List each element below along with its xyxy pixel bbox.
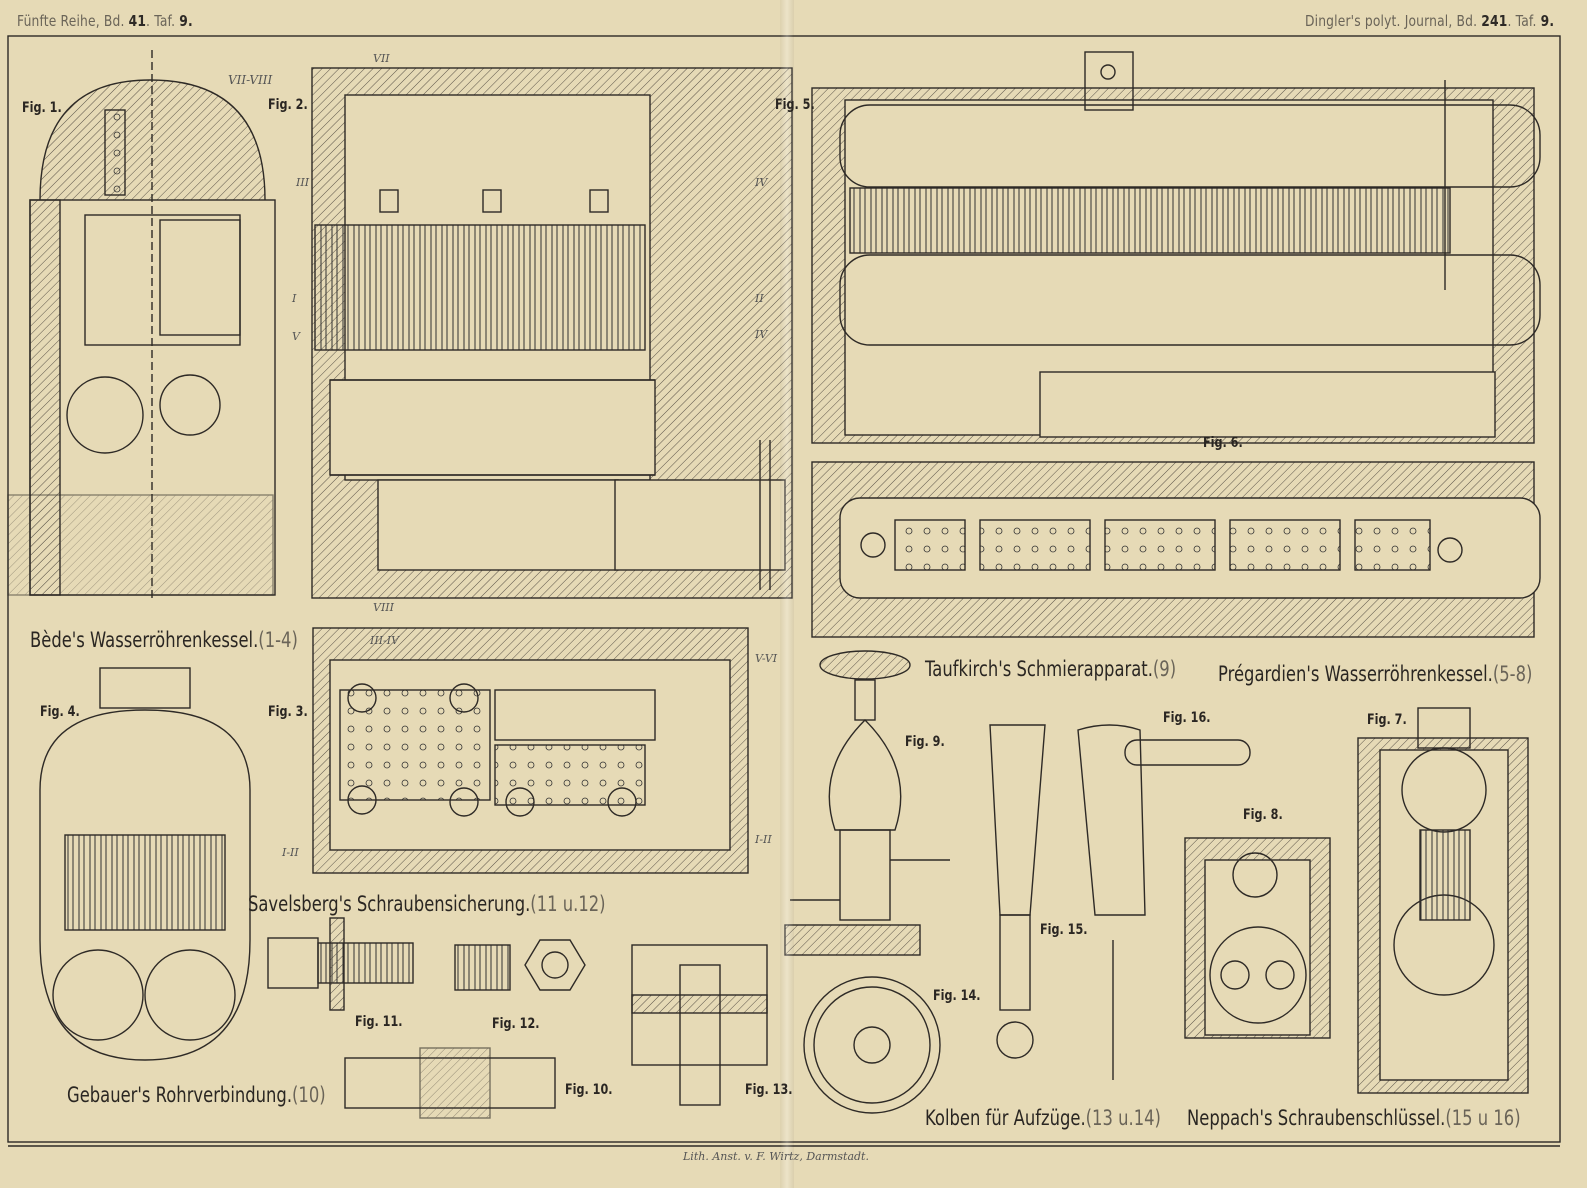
fig-label: Fig. 14. [933,988,981,1004]
section-mark: I [292,292,297,305]
caption-gebauer: Gebauer's Rohrverbindung.(10) [67,1083,326,1107]
caption-title: Gebauer's Rohrverbindung. [67,1083,293,1107]
caption-title: Neppach's Schraubenschlüssel. [1187,1106,1446,1130]
fig-label: Fig. 10. [565,1082,613,1098]
fig5-drawing [811,51,1541,444]
fig-label: Fig. 6. [1203,435,1243,451]
fig-label: Fig. 13. [745,1082,793,1098]
section-mark: V-VI [755,652,778,665]
fig4-drawing [39,667,251,1061]
fig-label: Fig. 2. [268,97,308,113]
header-plate: 9. [179,12,193,30]
fig-label: Fig. 1. [22,100,62,116]
caption-savelsberg: Savelsberg's Schraubensicherung.(11 u.12… [248,892,606,916]
fig1-drawing [7,50,276,600]
caption-range: (15 u 16) [1445,1106,1521,1130]
header-series: Fünfte Reihe, Bd. [17,12,125,30]
section-mark: V [292,330,300,343]
fig6-drawing [811,461,1541,638]
fig8-drawing [1184,837,1331,1039]
fig-label: Fig. 12. [492,1016,540,1032]
section-mark: VII-VIII [228,73,273,87]
page-fold [780,0,794,1188]
fig7-drawing [1357,707,1529,1094]
caption-title: Prégardien's Wasserröhrenkessel. [1218,662,1493,686]
fig-label: Fig. 15. [1040,922,1088,938]
caption-range: (11 u.12) [530,892,606,916]
section-mark: I-II [282,846,299,859]
section-mark: VII [373,52,390,65]
header-journal: Dingler's polyt. Journal, Bd. [1305,12,1478,30]
section-mark: III [296,176,310,189]
section-mark: II [755,292,764,305]
caption-title: Kolben für Aufzüge. [925,1106,1086,1130]
fig2-drawing [311,67,793,599]
fig-label: Fig. 16. [1163,710,1211,726]
fig-label: Fig. 3. [268,704,308,720]
fig15-16-drawing [989,724,1251,1080]
caption-taufkirch: Taufkirch's Schmierapparat.(9) [925,657,1176,681]
fig-label: Fig. 11. [355,1014,403,1030]
caption-kolben: Kolben für Aufzüge.(13 u.14) [925,1106,1161,1130]
section-mark: I-II [755,833,772,846]
section-mark: VIII [373,601,394,614]
section-mark: IV [755,176,768,189]
lithographer-credit: Lith. Anst. v. F. Wirtz, Darmstadt. [683,1150,869,1163]
fig-label: Fig. 7. [1367,712,1407,728]
header-plate-prefix: . Taf. [1507,12,1537,30]
header-volume: 41 [128,12,147,30]
caption-range: (1-4) [258,628,298,652]
caption-range: (13 u.14) [1085,1106,1161,1130]
caption-neppach: Neppach's Schraubenschlüssel.(15 u 16) [1187,1106,1521,1130]
section-mark: IV [755,328,768,341]
fig3-drawing [312,627,749,874]
caption-title: Bède's Wasserröhrenkessel. [30,628,259,652]
fig14-drawing [803,976,941,1114]
caption-bede: Bède's Wasserröhrenkessel.(1-4) [30,628,298,652]
fig9-drawing [784,650,950,956]
header-left: Fünfte Reihe, Bd. 41. Taf. 9. [17,12,193,30]
caption-range: (10) [292,1083,326,1107]
header-volume: 241 [1481,12,1508,30]
caption-range: (5-8) [1492,662,1533,686]
fig-label: Fig. 4. [40,704,80,720]
header-right: Dingler's polyt. Journal, Bd. 241. Taf. … [1305,12,1554,30]
caption-title: Savelsberg's Schraubensicherung. [248,892,531,916]
caption-range: (9) [1152,657,1177,681]
caption-title: Taufkirch's Schmierapparat. [925,657,1153,681]
fig10-13-drawing [267,917,768,1119]
fig-label: Fig. 5. [775,97,815,113]
section-mark: III-IV [370,634,400,647]
header-plate: 9. [1540,12,1555,30]
fig-label: Fig. 8. [1243,807,1283,823]
header-plate-prefix: . Taf. [146,12,176,30]
caption-pregardien: Prégardien's Wasserröhrenkessel.(5-8) [1218,662,1532,686]
fig-label: Fig. 9. [905,734,945,750]
